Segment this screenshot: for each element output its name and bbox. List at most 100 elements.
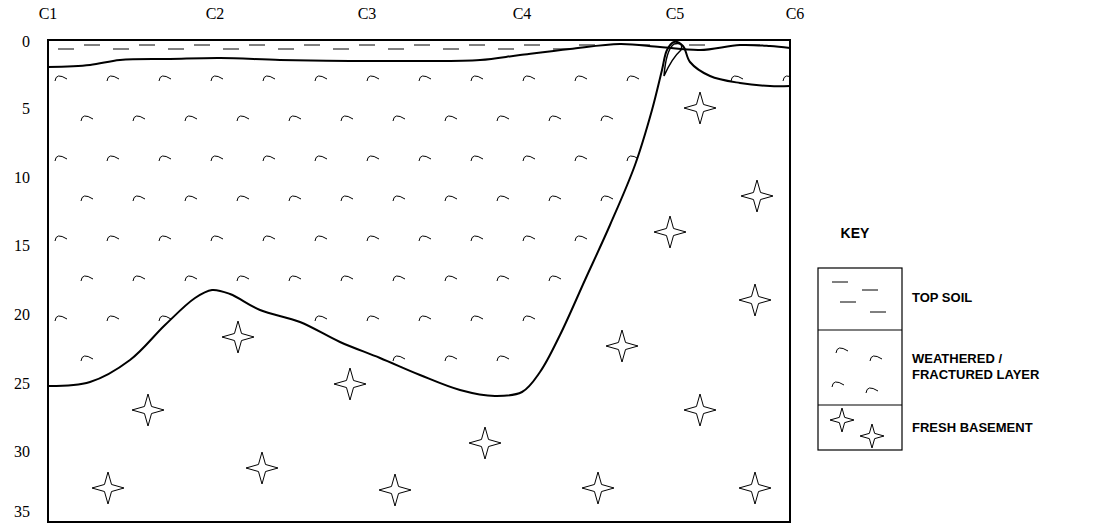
weathered-arc bbox=[757, 276, 769, 281]
soil-dash bbox=[58, 49, 74, 50]
weathered-arc bbox=[445, 356, 457, 361]
weathered-arc bbox=[289, 116, 301, 121]
weathered-arc bbox=[263, 76, 275, 81]
weathered-arc bbox=[367, 396, 379, 401]
weathered-arc bbox=[315, 156, 327, 161]
weathered-arc bbox=[55, 316, 67, 321]
depth-tick: 15 bbox=[14, 237, 30, 255]
well-label: C6 bbox=[786, 5, 805, 23]
soil-dash bbox=[304, 45, 320, 46]
weathered-arc bbox=[653, 196, 665, 201]
weathered-arc bbox=[341, 116, 353, 121]
weathered-arc bbox=[705, 116, 717, 121]
legend-divider bbox=[818, 329, 902, 330]
weathered-arc bbox=[757, 116, 769, 121]
basement-star bbox=[741, 180, 773, 212]
soil-dash bbox=[139, 45, 155, 46]
soil-dash bbox=[249, 45, 265, 46]
weathered-arc bbox=[185, 116, 197, 121]
legend-box bbox=[818, 268, 902, 450]
weathered-arc bbox=[315, 236, 327, 241]
soil-dash bbox=[223, 49, 239, 50]
soil-dash bbox=[799, 45, 815, 46]
weathered-arc bbox=[679, 396, 691, 401]
weathered-arc bbox=[341, 196, 353, 201]
soil-dash bbox=[168, 49, 184, 50]
basement-star bbox=[379, 474, 411, 506]
weathered-arc bbox=[731, 396, 743, 401]
weathered-arc bbox=[393, 116, 405, 121]
weathered-arc bbox=[185, 196, 197, 201]
weathered-arc bbox=[341, 276, 353, 281]
weathered-arc bbox=[445, 116, 457, 121]
depth-tick: 10 bbox=[14, 169, 30, 187]
weathered-arc bbox=[627, 396, 639, 401]
weathered-arc bbox=[159, 236, 171, 241]
weathered-arc bbox=[471, 156, 483, 161]
weathered-arc bbox=[367, 316, 379, 321]
weathered-arc bbox=[211, 156, 223, 161]
depth-tick: 30 bbox=[14, 443, 30, 461]
weathered-arc bbox=[107, 236, 119, 241]
soil-dash bbox=[469, 45, 485, 46]
soil-dash bbox=[113, 49, 129, 50]
depth-tick: 25 bbox=[14, 375, 30, 393]
well-label: C5 bbox=[666, 5, 685, 23]
soil-dash bbox=[84, 45, 100, 46]
weathered-arc bbox=[653, 116, 665, 121]
basement-boundary bbox=[48, 42, 790, 396]
weathered-arc bbox=[159, 396, 171, 401]
weathered-arc bbox=[185, 356, 197, 361]
well-label: C2 bbox=[206, 5, 225, 23]
weathered-arc bbox=[211, 76, 223, 81]
weathered-arc bbox=[55, 236, 67, 241]
soil-dash bbox=[333, 49, 349, 50]
basement-star bbox=[654, 216, 686, 248]
weathered-arc bbox=[705, 196, 717, 201]
soil-dash bbox=[832, 282, 848, 283]
weathered-arc bbox=[870, 356, 882, 361]
weathered-arc bbox=[627, 316, 639, 321]
weathered-arc bbox=[133, 116, 145, 121]
depth-tick: 0 bbox=[22, 33, 30, 51]
topsoil-pattern bbox=[58, 45, 815, 49]
weathered-arc bbox=[289, 356, 301, 361]
weathered-arc bbox=[159, 156, 171, 161]
weathered-arc bbox=[81, 276, 93, 281]
depth-tick: 5 bbox=[22, 100, 30, 118]
weathered-arc bbox=[315, 396, 327, 401]
weathered-arc bbox=[523, 156, 535, 161]
weathered-arc bbox=[107, 316, 119, 321]
soil-dash bbox=[414, 45, 430, 46]
weathered-arc bbox=[81, 196, 93, 201]
basement-star bbox=[246, 452, 278, 484]
weathered-arc bbox=[705, 356, 717, 361]
weathered-arc bbox=[809, 116, 821, 121]
soil-dash bbox=[524, 45, 540, 46]
weathered-arc bbox=[497, 196, 509, 201]
weathered-arc bbox=[731, 316, 743, 321]
basement-star bbox=[469, 427, 501, 459]
basement-star bbox=[92, 472, 124, 504]
soil-dash bbox=[870, 312, 886, 313]
basement-star bbox=[830, 408, 854, 432]
soil-dash bbox=[443, 49, 459, 50]
weathered-arc bbox=[497, 276, 509, 281]
weathered-arc bbox=[445, 196, 457, 201]
legend-heading: KEY bbox=[841, 225, 870, 241]
weathered-arc bbox=[211, 396, 223, 401]
soil-dash bbox=[718, 49, 734, 50]
weathered-arc bbox=[237, 356, 249, 361]
legend-samples bbox=[818, 268, 902, 450]
weathered-arc bbox=[601, 116, 613, 121]
weathered-arc bbox=[55, 76, 67, 81]
weathered-arc bbox=[866, 388, 878, 393]
legend-text: WEATHERED / FRACTURED LAYER bbox=[912, 351, 1062, 384]
well-label: C4 bbox=[513, 5, 532, 23]
weathered-arc bbox=[55, 396, 67, 401]
soil-dash bbox=[840, 302, 856, 303]
weathered-arc bbox=[263, 316, 275, 321]
weathered-arc bbox=[832, 382, 844, 387]
basement-star bbox=[222, 321, 254, 353]
